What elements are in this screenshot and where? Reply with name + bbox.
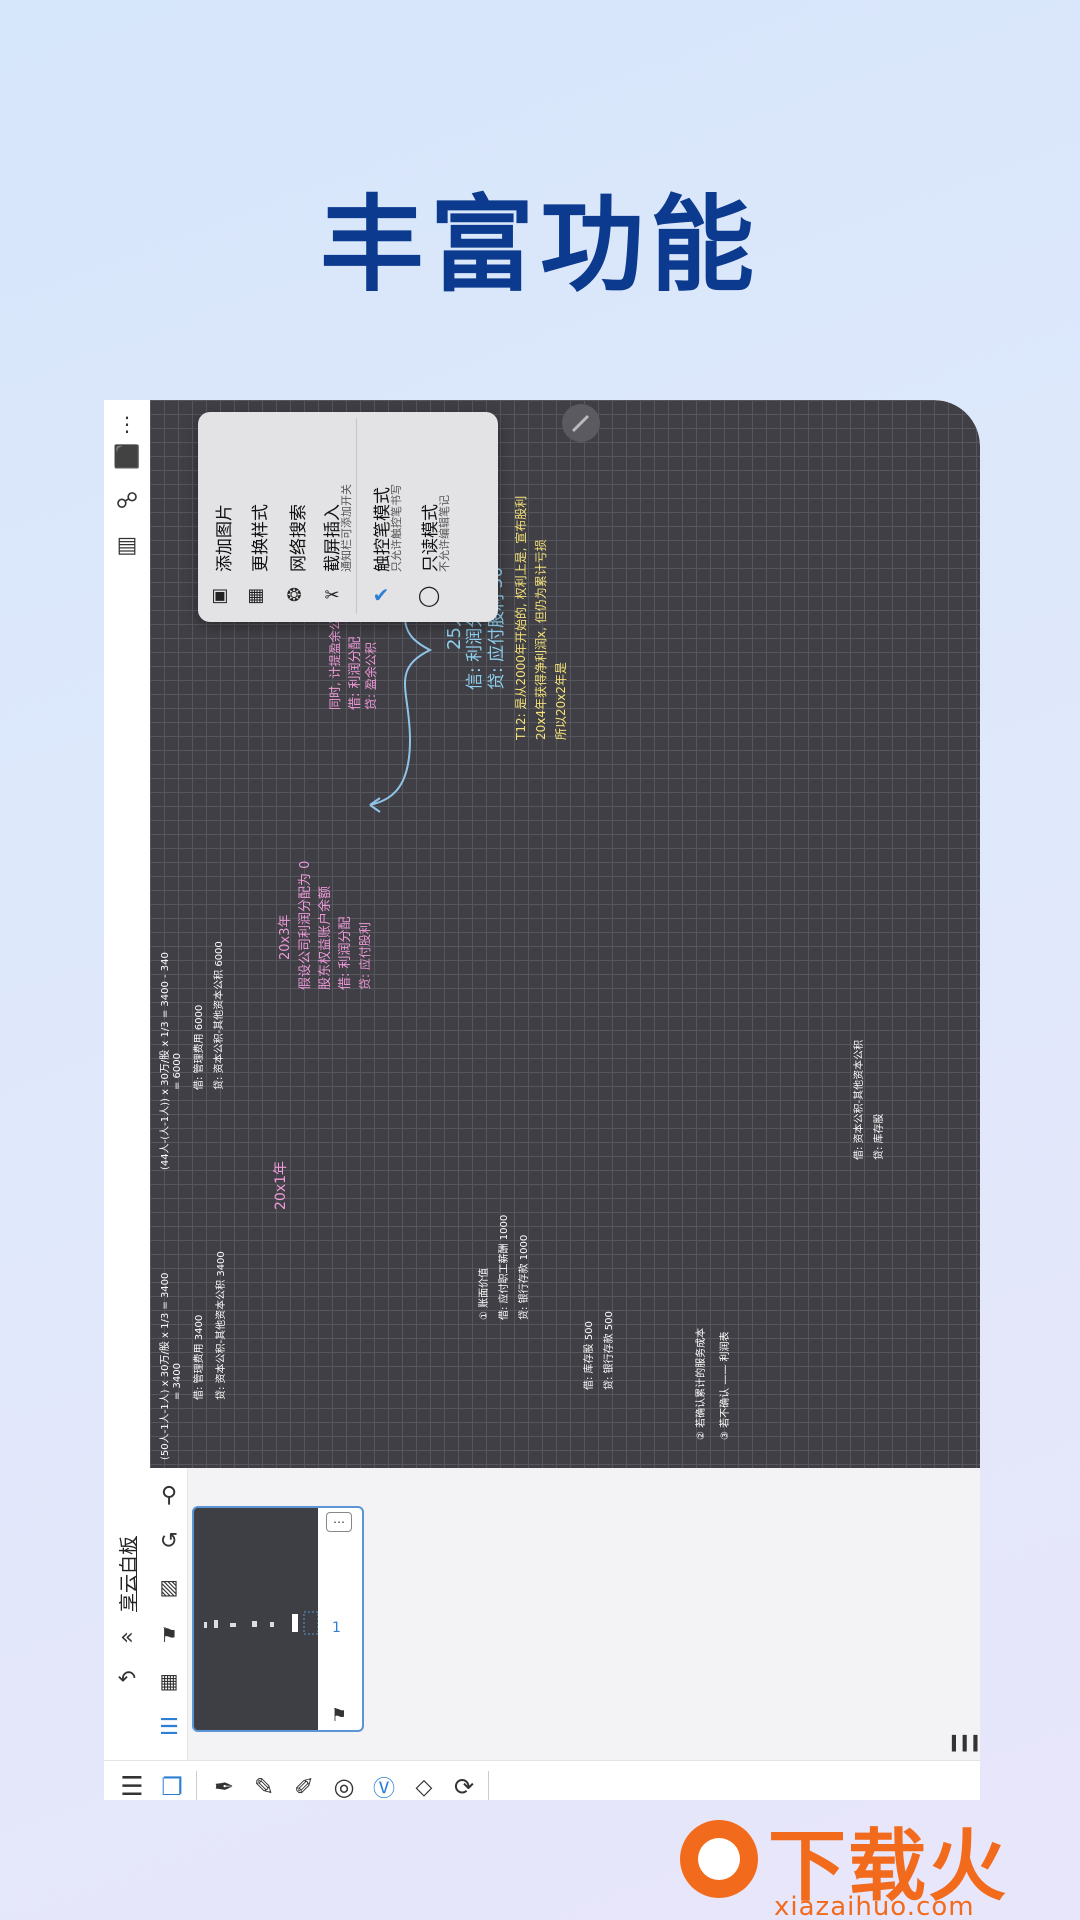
thumbnail-preview — [204, 1611, 319, 1635]
menu-item-screenshot-insert[interactable]: ✂ 截屏插入 通知栏可添加开关 — [316, 412, 354, 622]
more-options-icon[interactable]: ⋯ — [326, 1512, 352, 1532]
handwriting-line: 贷: 应付股利 — [358, 922, 372, 990]
lock-icon[interactable]: ☍ — [115, 488, 139, 514]
page-list-icon[interactable]: ☰ — [159, 1714, 179, 1740]
page-count-badge: ▍▍▍ — [952, 1736, 980, 1752]
menu-item-label: 更换样式 — [251, 504, 271, 572]
handwriting-line: T12: 是从2000年开始的, 权利上是, 宣布股利 — [514, 495, 528, 740]
shapes-icon[interactable]: ◇ — [415, 1774, 433, 1800]
radio-icon: ◯ — [417, 583, 441, 607]
logo-download-icon — [698, 1838, 740, 1880]
notes-icon[interactable]: ▤ — [116, 532, 138, 558]
handwriting-line: 借: 利润分配 — [338, 916, 353, 990]
menu-item-web-search[interactable]: ❂ 网络搜索 — [278, 412, 310, 622]
web-search-icon: ❂ — [286, 584, 302, 606]
handwriting-line: 借: 应付职工薪酬 1000 — [499, 1214, 510, 1320]
left-toolbar: ⋮ ⬛ ☍ ▤ ↶ « 享云白板 — [104, 400, 150, 1760]
checked-icon: ✔ — [372, 583, 390, 607]
menu-item-change-style[interactable]: ▦ 更换样式 — [240, 412, 272, 622]
bookmark-icon[interactable]: ⚑ — [330, 1704, 348, 1726]
thumbnail-strip: ⋯ 1 ⚑ — [318, 1508, 362, 1730]
menu-item-stylus-mode[interactable]: ✔ 触控笔模式 只允许触控笔书写 — [364, 412, 404, 622]
watermark-logo: 下载火 xiazaihuo.com — [640, 1780, 1080, 1920]
handwriting-line: 借: 利润分配 — [348, 636, 363, 710]
handwriting-line: 20x4年获得净利润x, 但仍为累计亏损 — [534, 539, 548, 740]
menu-item-sublabel: 不允许编辑笔记 — [438, 495, 451, 572]
handwriting-line: ② 若确认累计的服务成本 — [696, 1327, 707, 1440]
context-menu: ▣ 添加图片 ▦ 更换样式 ❂ 网络搜索 ✂ 截屏插入 通知栏可添加开关 ✔ 触… — [198, 412, 498, 622]
handwriting-line: 借: 管理费用 6000 — [194, 1004, 205, 1090]
watermark-brand: 下载火 — [768, 1822, 1009, 1912]
menu-item-sublabel: 只允许触控笔书写 — [390, 484, 403, 572]
pen-icon[interactable]: ✒ — [213, 1773, 235, 1800]
pencil-icon[interactable]: ✎ — [253, 1773, 275, 1800]
device-screenshot: 25人一起 信: 利润分配 50 贷: 应付股利 50 T12: 是从2000年… — [104, 400, 980, 1800]
board-title[interactable]: 享云白板 — [118, 1535, 140, 1612]
handwriting-line: 借: 库存股 500 — [584, 1321, 595, 1390]
handwriting-line: 20x1年 — [273, 1160, 289, 1210]
toolbar-divider — [488, 1771, 489, 1800]
menu-item-add-image[interactable]: ▣ 添加图片 — [204, 412, 236, 622]
undo-icon[interactable]: ↶ — [117, 1666, 137, 1692]
headline: 丰富功能 — [319, 184, 760, 306]
comment-icon[interactable]: ▧ — [159, 1575, 179, 1599]
style-icon: ▦ — [247, 584, 265, 606]
menu-item-sublabel: 通知栏可添加开关 — [340, 484, 353, 572]
handwriting-line: (44人-(人-1人)) x 30万/股 x 1/3 = 3400 - 340 — [160, 952, 171, 1170]
layers-icon[interactable]: ❐ — [161, 1773, 183, 1800]
toolbar-divider — [196, 1771, 197, 1800]
bookmark-icon[interactable]: ⚑ — [160, 1623, 178, 1647]
handwriting-line: 借: 管理费用 3400 — [194, 1314, 205, 1400]
handwriting-line: ① 账面价值 — [479, 1267, 490, 1320]
crop-icon: ✂ — [324, 584, 340, 606]
menu-item-label: 添加图片 — [215, 504, 235, 572]
history-icon[interactable]: ↺ — [159, 1528, 179, 1554]
handwriting-line: 股东权益账户余额 — [318, 885, 333, 990]
menu-divider — [356, 418, 357, 614]
handwriting-line: (50人-1人-1人) x 30万/股 x 1/3 = 3400 — [160, 1272, 171, 1460]
handwriting-line: 贷: 资本公积-其他资本公积 3400 — [216, 1251, 227, 1400]
handwriting-line: 假设公司利润分配为 0 — [298, 860, 313, 990]
text-icon[interactable]: Ⓥ — [372, 1777, 395, 1800]
handwriting-line: 贷: 盈余公积 — [364, 642, 378, 710]
back-icon[interactable]: « — [120, 1624, 134, 1650]
page-number: 1 — [332, 1620, 341, 1636]
handwriting-line: = 3400 — [172, 1362, 183, 1400]
pen-float-button[interactable] — [562, 404, 600, 442]
menu-item-readonly-mode[interactable]: ◯ 只读模式 不允许编辑笔记 — [412, 412, 452, 622]
handwriting-line: = 6000 — [172, 1052, 183, 1090]
grid-icon[interactable]: ▦ — [159, 1669, 179, 1693]
bottom-toolbar: ☰ ❐ ✒ ✎ ✐ ◎ Ⓥ ◇ ⟳ — [104, 1760, 980, 1800]
page-thumbnail[interactable]: ⋯ 1 ⚑ — [192, 1506, 364, 1732]
menu-item-label: 网络搜索 — [289, 504, 309, 572]
handwriting-line: 贷: 资本公积-其他资本公积 6000 — [214, 941, 225, 1090]
share-icon[interactable]: ⬛ — [113, 444, 141, 470]
page-panel-rail: ⚲ ↺ ▧ ⚑ ▦ ☰ — [150, 1468, 188, 1760]
list-icon[interactable]: ☰ — [120, 1772, 144, 1800]
eraser-icon[interactable]: ◎ — [333, 1773, 355, 1800]
handwriting-line: 贷: 库存股 — [874, 1113, 885, 1160]
add-image-icon: ▣ — [211, 584, 229, 606]
handwriting-line: 贷: 银行存款 500 — [604, 1311, 615, 1390]
more-icon[interactable]: ⋮ — [117, 412, 137, 436]
handwriting-line: 借: 资本公积-其他资本公积 — [854, 1039, 865, 1160]
watermark-url: xiazaihuo.com — [774, 1892, 975, 1920]
marker-icon[interactable]: ✐ — [293, 1773, 315, 1800]
handwriting-line: ③ 若不确认 —— 利润表 — [720, 1331, 731, 1440]
handwriting-line: 20x3年 — [278, 914, 293, 960]
lasso-icon[interactable]: ⟳ — [453, 1773, 475, 1800]
search-icon[interactable]: ⚲ — [160, 1482, 178, 1508]
whiteboard-canvas[interactable]: 25人一起 信: 利润分配 50 贷: 应付股利 50 T12: 是从2000年… — [150, 400, 980, 1468]
handwriting-line: 所以20x2年是 — [554, 661, 568, 740]
handwriting-line: 贷: 银行存款 1000 — [519, 1234, 530, 1320]
